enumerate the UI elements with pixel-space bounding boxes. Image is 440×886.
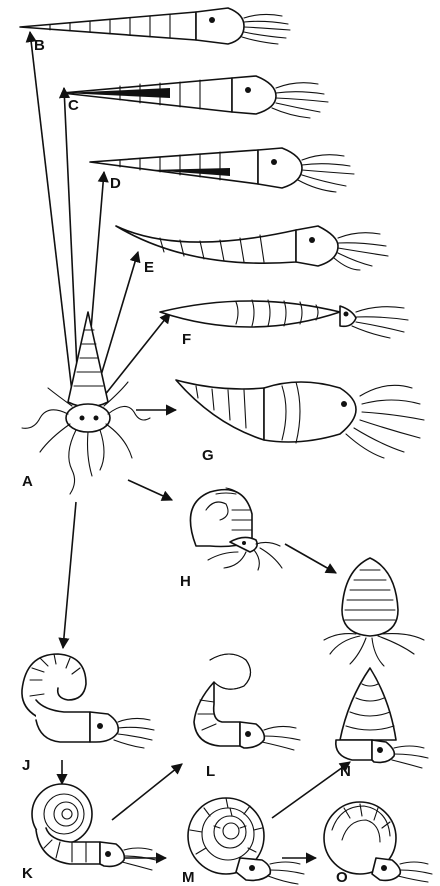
label-g: G [202,447,214,464]
arrow-k-to-l [112,764,182,820]
specimen-f-spindle [160,300,408,338]
arrow-a-to-h [128,480,172,500]
arrow-a-to-f [104,313,170,396]
specimen-h-hooked [190,488,282,570]
label-n: N [340,763,351,780]
specimen-b-orthocone [20,8,290,44]
specimen-c-orthocone [62,76,328,118]
label-a: A [22,473,33,490]
specimen-l-uncoiling [194,654,300,750]
label-l: L [206,763,215,780]
arrow-a-to-b [30,32,72,392]
specimen-i-conical [324,558,424,666]
specimen-a-ancestor [22,312,150,494]
arrow-h-to-i [285,544,336,573]
specimen-e-cyrtocone [116,226,388,270]
label-d: D [110,175,121,192]
specimen-m-ammonite [188,798,304,884]
label-k: K [22,865,33,882]
label-e: E [144,259,154,276]
label-j: J [22,757,30,774]
arrow-a-to-e [96,252,138,392]
specimen-n-turreted [336,668,428,768]
label-f: F [182,331,191,348]
label-c: C [68,97,79,114]
label-m: M [182,869,195,886]
label-h: H [180,573,191,590]
specimen-d-orthocone [90,148,354,192]
label-b: B [34,37,45,54]
arrow-a-to-j [63,502,76,648]
specimen-k-coiled [32,784,156,870]
label-o: O [336,869,348,886]
specimen-j-gyrocone [22,654,154,748]
